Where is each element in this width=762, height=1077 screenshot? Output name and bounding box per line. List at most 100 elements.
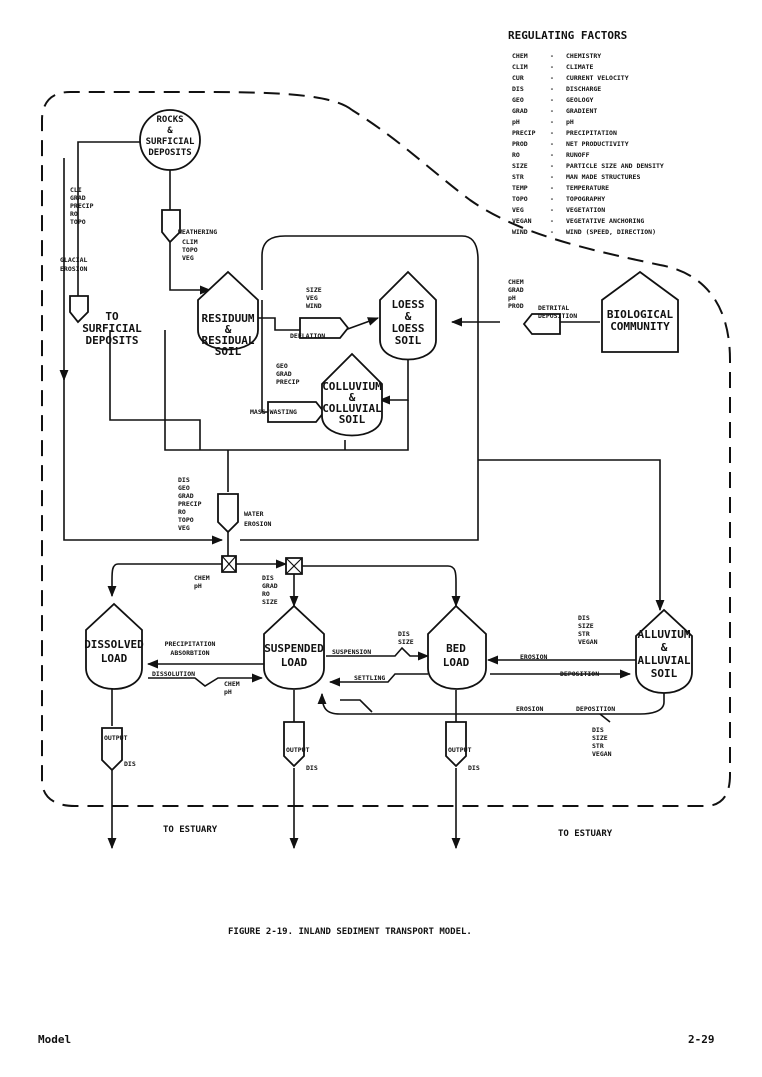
alluvium-label-line: ALLUVIAL bbox=[638, 654, 691, 667]
glacial-factor-line: GRAD bbox=[70, 194, 86, 202]
legend-dash: - bbox=[550, 85, 554, 93]
rocks-label-line: DEPOSITS bbox=[148, 148, 191, 158]
weathering-label: WEATHERING bbox=[178, 228, 217, 236]
detrital-factor-line: CHEM bbox=[508, 278, 524, 286]
weathering-factor-line: TOPO bbox=[182, 246, 198, 254]
legend-code: TOPO bbox=[512, 195, 528, 203]
glacial-factor-line: CLI bbox=[70, 186, 82, 194]
diagram-labels: ROCKS&SURFICIALDEPOSITSTOSURFICIALDEPOSI… bbox=[60, 115, 691, 772]
residuum-node bbox=[197, 270, 259, 351]
legend-desc: DISCHARGE bbox=[566, 85, 601, 93]
legend-code: PROD bbox=[512, 140, 528, 148]
legend-code: TEMP bbox=[512, 184, 528, 192]
legend-code: VEGAN bbox=[512, 217, 532, 225]
legend-code: WIND bbox=[512, 228, 528, 236]
legend-code: CHEM bbox=[512, 52, 528, 60]
loess-label-line: & bbox=[405, 310, 412, 323]
water-erosion-label-line: WATER bbox=[244, 510, 264, 518]
legend-code: SIZE bbox=[512, 162, 528, 170]
legend-dash: - bbox=[550, 118, 554, 126]
bed-label-line: BED bbox=[446, 642, 466, 655]
residuum-label-line: & bbox=[225, 323, 232, 336]
legend-code: GRAD bbox=[512, 107, 528, 115]
dissolution-factor-line: pH bbox=[224, 688, 232, 696]
deflation-label: DEFLATION bbox=[290, 332, 325, 340]
output-factor: DIS bbox=[124, 760, 136, 768]
legend-dash: - bbox=[550, 74, 554, 82]
output-factor: DIS bbox=[306, 764, 318, 772]
legend-dash: - bbox=[550, 63, 554, 71]
legend-code: STR bbox=[512, 173, 524, 181]
legend-desc: RUNOFF bbox=[566, 151, 590, 159]
page-number: 2-29 bbox=[688, 1033, 715, 1046]
surficial-label-line: DEPOSITS bbox=[86, 334, 139, 347]
deposition-lower-label: DEPOSITION bbox=[576, 705, 615, 713]
suspension-factor-line: DIS bbox=[398, 630, 410, 638]
colluvium-node bbox=[321, 352, 383, 437]
legend-dash: - bbox=[550, 195, 554, 203]
legend-desc: PARTICLE SIZE AND DENSITY bbox=[566, 162, 664, 170]
detrital-label-line: DEPOSITION bbox=[538, 312, 577, 320]
water-erosion-label-line: EROSION bbox=[244, 520, 271, 528]
suspension-factor-line: SIZE bbox=[398, 638, 414, 646]
output-label: OUTPUT bbox=[448, 746, 472, 754]
residuum-label-line: SOIL bbox=[215, 345, 242, 358]
erosion-label: EROSION bbox=[520, 653, 547, 661]
settling-label: SETTLING bbox=[354, 674, 385, 682]
rocks-node bbox=[139, 109, 201, 171]
colluvium-label-line: SOIL bbox=[339, 413, 366, 426]
deposition-label: DEPOSITION bbox=[560, 670, 599, 678]
legend-desc: GRADIENT bbox=[566, 107, 597, 115]
legend-desc: WIND (SPEED, DIRECTION) bbox=[566, 228, 656, 236]
alluvium-factor-line: VEGAN bbox=[578, 638, 598, 646]
legend-dash: - bbox=[550, 96, 554, 104]
legend-code: CLIM bbox=[512, 63, 528, 71]
legend-dash: - bbox=[550, 129, 554, 137]
legend-title: REGULATING FACTORS bbox=[508, 29, 627, 42]
glacial-erosion-label-line: EROSION bbox=[60, 265, 87, 273]
lower-deposition-factor-line: VEGAN bbox=[592, 750, 612, 758]
glacial-factor-line: PRECIP bbox=[70, 202, 94, 210]
alluvium-label-line: ALLUVIUM bbox=[638, 628, 691, 641]
junction2-factor-line: DIS bbox=[262, 574, 274, 582]
legend-dash: - bbox=[550, 151, 554, 159]
surficial-label-line: SURFICIAL bbox=[82, 322, 142, 335]
footer-left: Model bbox=[38, 1033, 72, 1046]
legend-desc: MAN MADE STRUCTURES bbox=[566, 173, 640, 181]
mass-wasting-factor-line: GEO bbox=[276, 362, 288, 370]
detrital-factor-line: GRAD bbox=[508, 286, 524, 294]
junction1-factor-line: CHEM bbox=[194, 574, 210, 582]
output-valve-dissolved bbox=[101, 727, 123, 772]
mass-wasting-valve bbox=[267, 401, 326, 423]
rocks-label-line: & bbox=[167, 126, 173, 136]
suspended-label-line: LOAD bbox=[281, 656, 308, 669]
residuum-label-line: RESIDUUM bbox=[202, 312, 255, 325]
residuum-label-line: RESIDUAL bbox=[202, 334, 255, 347]
loess-label-line: LOESS bbox=[391, 322, 424, 335]
glacial-erosion-label-line: GLACIAL bbox=[60, 256, 87, 264]
deflation-factor-line: VEG bbox=[306, 294, 318, 302]
legend-dash: - bbox=[550, 206, 554, 214]
water-erosion-factor-line: DIS bbox=[178, 476, 190, 484]
loess-label-line: LOESS bbox=[391, 298, 424, 311]
legend-code: PRECIP bbox=[512, 129, 536, 137]
deflation-factor-line: SIZE bbox=[306, 286, 322, 294]
legend-desc: VEGETATIVE ANCHORING bbox=[566, 217, 644, 225]
output-valve-suspended bbox=[283, 721, 305, 768]
bed-node bbox=[427, 604, 487, 690]
precipitation-label-line: ABSORBTION bbox=[170, 649, 209, 657]
to-estuary-left: TO ESTUARY bbox=[163, 825, 218, 835]
precipitation-label-line: PRECIPITATION bbox=[165, 640, 216, 648]
suspended-node bbox=[263, 604, 325, 690]
loess-label-line: SOIL bbox=[395, 334, 422, 347]
legend-desc: NET PRODUCTIVITY bbox=[566, 140, 629, 148]
lower-deposition-factor-line: SIZE bbox=[592, 734, 608, 742]
legend-desc: pH bbox=[566, 118, 574, 126]
alluvium-factor-line: DIS bbox=[578, 614, 590, 622]
junction2-factor-line: RO bbox=[262, 590, 270, 598]
lower-deposition-factor-line: STR bbox=[592, 742, 604, 750]
storage-nodes bbox=[85, 109, 693, 694]
mass-wasting-factor-line: PRECIP bbox=[276, 378, 300, 386]
deflation-factor-line: WIND bbox=[306, 302, 322, 310]
